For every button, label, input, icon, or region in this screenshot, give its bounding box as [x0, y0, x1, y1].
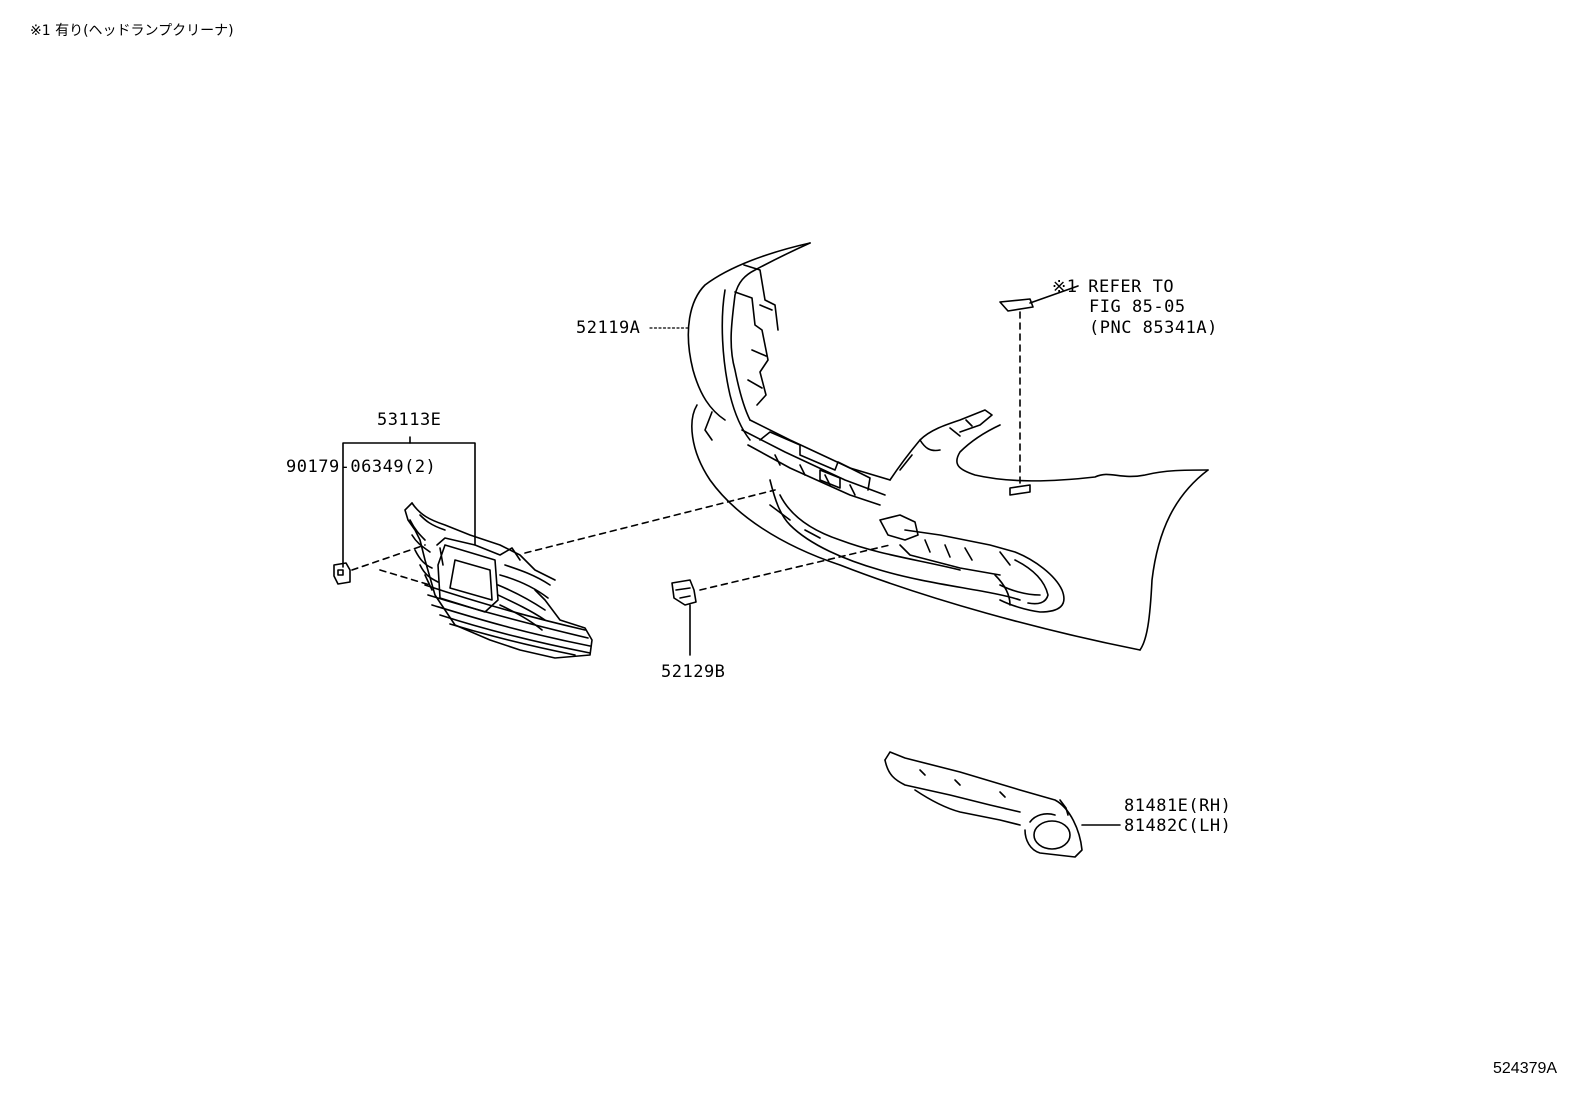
cap-leader-line [1029, 285, 1079, 304]
grille-guide-line-lower [379, 569, 431, 586]
moulding-drawing [884, 751, 1083, 858]
grille-guide-line-upper [524, 489, 776, 554]
bracket-guide-line [699, 544, 891, 591]
callout-pnc-ref: (PNC 85341A) [1089, 318, 1218, 338]
callout-52129B: 52129B [661, 662, 726, 682]
callout-refer-to: ※1 REFER TO [1052, 277, 1175, 297]
callout-81481E: 81481E(RH) [1124, 796, 1232, 816]
callout-fig-ref: FIG 85-05 [1089, 297, 1186, 317]
bracket-drawing [671, 579, 697, 606]
grille-callout-bracket [342, 442, 476, 568]
bumper-cover-drawing [687, 242, 1209, 651]
callout-53113E: 53113E [377, 410, 442, 430]
figure-id: 524379A [1493, 1060, 1558, 1077]
callout-90179-06349: 90179-06349(2) [286, 457, 437, 477]
clip-guide-line [351, 544, 426, 571]
clip-drawing [333, 562, 351, 585]
grille-drawing [404, 502, 593, 659]
callout-52119A: 52119A [576, 318, 641, 338]
footnote-headlamp-cleaner: ※1 有り(ヘッドランプクリーナ) [30, 23, 234, 39]
callout-81482C: 81482C(LH) [1124, 816, 1232, 836]
washer-cap-drawing [999, 298, 1034, 312]
clip-hole [337, 569, 344, 576]
